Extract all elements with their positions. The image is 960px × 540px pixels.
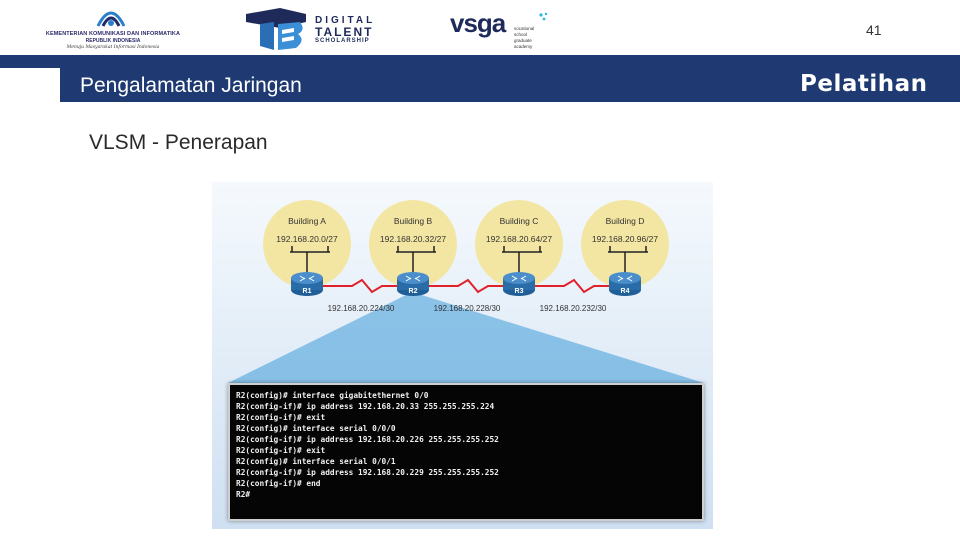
cli-line-8: R2(config-if)# ip address 192.168.20.229… [236, 468, 499, 477]
cli-line-1: R2(config)# interface gigabitethernet 0/… [236, 391, 429, 400]
dts-line3: SCHOLARSHIP [315, 38, 370, 44]
vsga-wordmark: vsga [450, 8, 506, 38]
building-d-subnet: 192.168.20.96/27 [591, 234, 659, 244]
router-r1-label: R1 [302, 288, 312, 295]
router-r3-label: R3 [514, 288, 524, 295]
title-band [60, 68, 960, 102]
vsga-dots-icon [539, 12, 548, 21]
building-d-name: Building D [605, 216, 645, 226]
cli-line-5: R2(config-if)# ip address 192.168.20.226… [236, 435, 499, 444]
building-c-circle [475, 200, 563, 288]
vsga-tag2: school [514, 32, 528, 37]
kominfo-logo: KEMENTERIAN KOMUNIKASI DAN INFORMATIKA R… [38, 6, 188, 50]
page-number: 41 [866, 22, 882, 38]
vsga-tag1: vocational [514, 26, 535, 31]
link-r1-r2-subnet: 192.168.20.224/30 [327, 304, 395, 313]
building-c-subnet: 192.168.20.64/27 [485, 234, 553, 244]
building-d-circle [581, 200, 669, 288]
cli-line-4: R2(config)# interface serial 0/0/0 [236, 424, 396, 433]
router-r4-icon [609, 272, 641, 296]
section-label: Pelatihan [800, 71, 928, 97]
dts-logo: DIGITAL TALENT SCHOLARSHIP [240, 6, 410, 52]
kominfo-line1: KEMENTERIAN KOMUNIKASI DAN INFORMATIKA [45, 31, 181, 37]
kominfo-line2: REPUBLIK INDONESIA [85, 38, 141, 44]
cli-line-10: R2# [236, 490, 251, 499]
building-c-name: Building C [499, 216, 539, 226]
header-divider [0, 55, 960, 68]
page-title: Pengalamatan Jaringan [80, 74, 302, 97]
router-r2-icon [397, 272, 429, 296]
router-r2-label: R2 [408, 288, 418, 295]
dts-mark-icon [246, 8, 306, 50]
link-r3-r4-subnet: 192.168.20.232/30 [539, 304, 607, 313]
cli-line-7: R2(config)# interface serial 0/0/1 [236, 457, 396, 466]
topology-diagram [228, 200, 704, 383]
cli-line-3: R2(config-if)# exit [236, 413, 326, 422]
cli-terminal: R2(config)# interface gigabitethernet 0/… [228, 383, 704, 521]
serial-links [322, 278, 612, 294]
link-r2-r3-subnet: 192.168.20.228/30 [433, 304, 501, 313]
router-r4-label: R4 [620, 288, 630, 295]
building-b-subnet: 192.168.20.32/27 [379, 234, 447, 244]
vsga-tag4: academy [514, 44, 533, 49]
kominfo-emblem-icon [96, 11, 126, 27]
zoom-wedge [228, 292, 704, 383]
building-b-name: Building B [393, 216, 433, 226]
cli-line-6: R2(config-if)# exit [236, 446, 326, 455]
vsga-logo: vsga vocational school graduate academy [450, 8, 560, 54]
dts-line2: TALENT [315, 25, 374, 39]
building-b-circle [369, 200, 457, 288]
building-a-name: Building A [288, 216, 326, 226]
building-a-circle [263, 200, 351, 288]
vlsm-topology-figure: Building A 192.168.20.0/27 Building B 19… [212, 182, 713, 529]
dts-line1: DIGITAL [315, 15, 376, 26]
vsga-tag3: graduate [514, 38, 532, 43]
kominfo-line3: Menuju Masyarakat Informasi Indonesia [66, 45, 160, 50]
cli-line-9: R2(config-if)# end [236, 479, 321, 488]
building-a-subnet: 192.168.20.0/27 [276, 234, 338, 244]
slide-subtitle: VLSM - Penerapan [89, 131, 268, 154]
router-r1-icon [291, 272, 323, 296]
cli-line-2: R2(config-if)# ip address 192.168.20.33 … [236, 402, 495, 411]
router-r3-icon [503, 272, 535, 296]
